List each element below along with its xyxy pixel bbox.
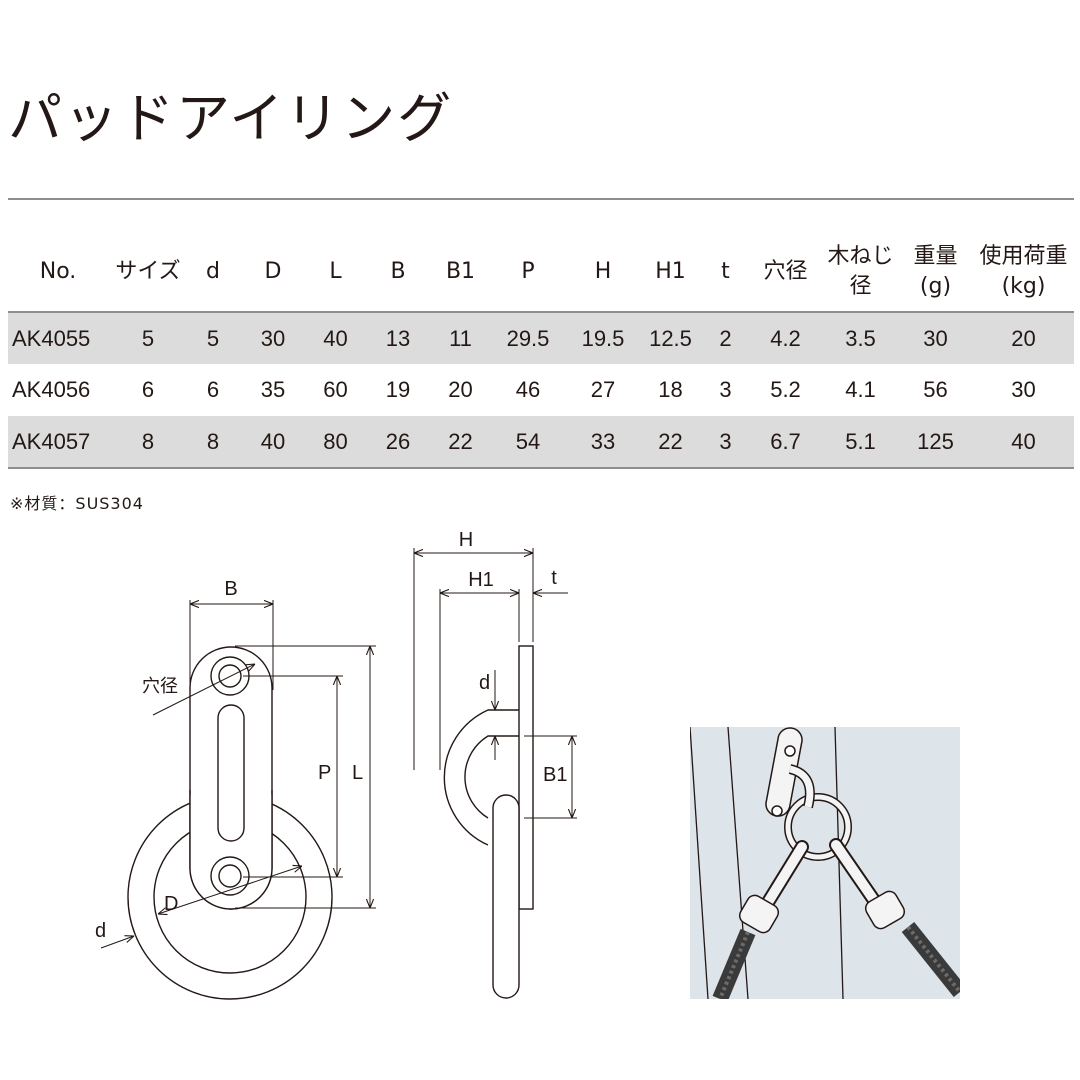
dim-label-L: L (352, 762, 363, 784)
cell-B1: 11 (433, 312, 488, 364)
header-hole: 穴径 (748, 232, 823, 313)
cell-d: 8 (188, 416, 238, 469)
cell-load: 20 (973, 312, 1074, 364)
front-view-dimensions (100, 600, 376, 949)
side-view (443, 645, 534, 999)
header-load-line2: (kg) (1001, 273, 1046, 299)
header-load: 使用荷重 (kg) (973, 232, 1074, 313)
header-d: d (188, 232, 238, 313)
header-weight: 重量 (g) (898, 232, 973, 313)
header-no: No. (8, 232, 108, 313)
spec-table: No. サイズ d D L B B1 P H H1 t 穴径 木ねじ 径 重量 … (8, 232, 1074, 469)
cell-no: AK4056 (12, 377, 91, 402)
header-size: サイズ (108, 232, 188, 313)
header-load-line1: 使用荷重 (979, 243, 1068, 269)
cell-t: 3 (703, 416, 748, 469)
cell-B1: 20 (448, 377, 473, 402)
dim-label-H: H (459, 529, 473, 551)
title-divider (8, 198, 1074, 200)
dim-label-B: B (224, 578, 237, 600)
cell-screw: 4.1 (845, 377, 876, 402)
table-row: AK4056 6 6 35 60 19 20 46 27 18 3 5.2 4.… (8, 364, 1074, 416)
usage-illustration-art (690, 727, 960, 999)
cell-hole: 4.2 (748, 312, 823, 364)
pad-plate-icon (765, 727, 803, 817)
cell-screw: 5.1 (823, 416, 898, 469)
header-B: B (363, 232, 433, 313)
cell-H: 19.5 (568, 312, 638, 364)
table-header-row: No. サイズ d D L B B1 P H H1 t 穴径 木ねじ 径 重量 … (8, 232, 1074, 313)
header-D: D (238, 232, 308, 313)
cell-d: 6 (206, 377, 220, 402)
cell-weight: 125 (898, 416, 973, 469)
header-screw-line2: 径 (849, 273, 872, 299)
cell-H1: 22 (638, 416, 703, 469)
side-view-dimensions (413, 548, 577, 819)
dim-label-B1: B1 (543, 764, 567, 786)
header-screw-line1: 木ねじ (827, 243, 894, 269)
cell-L: 60 (323, 377, 348, 402)
cell-H: 27 (590, 377, 616, 402)
dim-label-side-d: d (479, 672, 490, 694)
dim-label-H1: H1 (468, 569, 494, 591)
cell-P: 46 (515, 377, 541, 402)
dim-label-t: t (551, 567, 557, 589)
cell-B1: 22 (433, 416, 488, 469)
cell-screw: 3.5 (823, 312, 898, 364)
cell-hole: 5.2 (770, 377, 801, 402)
table-row: AK4057 8 8 40 80 26 22 54 33 22 3 6.7 5.… (8, 416, 1074, 469)
cell-H1: 18 (658, 377, 683, 402)
cell-t: 2 (703, 312, 748, 364)
cell-no: AK4057 (8, 416, 108, 469)
cell-load: 30 (1011, 377, 1036, 402)
header-H: H (568, 232, 638, 313)
header-screw: 木ねじ 径 (823, 232, 898, 313)
cell-t: 3 (719, 377, 732, 402)
page-title: パッドアイリング (8, 87, 454, 150)
usage-illustration (690, 727, 960, 999)
dim-label-hole: 穴径 (142, 676, 178, 697)
cell-P: 54 (488, 416, 568, 469)
cell-size: 5 (108, 312, 188, 364)
cell-size: 8 (108, 416, 188, 469)
header-t: t (703, 232, 748, 313)
cell-no: AK4055 (8, 312, 108, 364)
header-B1: B1 (433, 232, 488, 313)
cell-D: 35 (260, 377, 286, 402)
cell-hole: 6.7 (748, 416, 823, 469)
cell-d: 5 (188, 312, 238, 364)
snap-hook-left-icon (712, 840, 809, 999)
header-P: P (488, 232, 568, 313)
header-H1: H1 (638, 232, 703, 313)
dim-label-D: D (164, 893, 178, 915)
dim-label-d: d (95, 920, 106, 942)
cell-D: 40 (238, 416, 308, 469)
front-view (127, 646, 333, 1000)
header-L: L (308, 232, 363, 313)
cell-size: 6 (141, 377, 155, 402)
dim-label-P: P (318, 762, 331, 784)
snap-hook-right-icon (829, 838, 960, 997)
header-weight-line1: 重量 (913, 243, 958, 269)
cell-L: 40 (308, 312, 363, 364)
cell-H: 33 (568, 416, 638, 469)
cell-weight: 56 (923, 377, 948, 402)
cell-H1: 12.5 (638, 312, 703, 364)
cell-L: 80 (308, 416, 363, 469)
header-weight-line2: (g) (919, 273, 952, 299)
cell-weight: 30 (898, 312, 973, 364)
cell-D: 30 (238, 312, 308, 364)
cell-P: 29.5 (488, 312, 568, 364)
cell-B: 13 (363, 312, 433, 364)
cell-load: 40 (973, 416, 1074, 469)
table-row: AK4055 5 5 30 40 13 11 29.5 19.5 12.5 2 … (8, 312, 1074, 364)
cell-B: 26 (363, 416, 433, 469)
cell-B: 19 (385, 377, 411, 402)
material-note: ※材質：SUS304 (10, 494, 144, 513)
